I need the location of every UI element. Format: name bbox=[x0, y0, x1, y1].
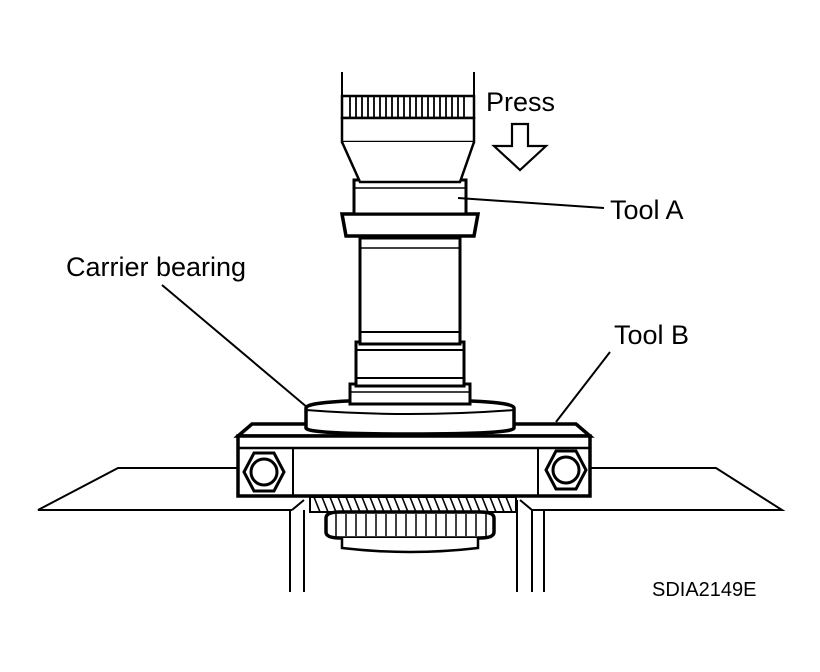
tool-b-label: Tool B bbox=[614, 320, 689, 350]
right-bolt bbox=[544, 449, 588, 491]
tool-a-label: Tool A bbox=[610, 195, 684, 225]
tool-a bbox=[339, 178, 481, 238]
press-arrow-icon bbox=[491, 122, 549, 172]
shaft bbox=[348, 236, 472, 406]
tool-a-leader bbox=[457, 197, 605, 209]
press-label: Press bbox=[486, 87, 555, 117]
ring-gear bbox=[309, 496, 517, 554]
figure-code: SDIA2149E bbox=[652, 579, 757, 601]
carrier-bearing bbox=[304, 398, 516, 436]
left-bolt bbox=[242, 451, 286, 493]
carrier-bearing-label: Carrier bearing bbox=[66, 252, 246, 282]
tool-b-leader bbox=[555, 351, 611, 423]
carrier-bearing-leader bbox=[161, 284, 309, 409]
press-ram bbox=[340, 72, 476, 184]
press-table bbox=[37, 467, 786, 592]
